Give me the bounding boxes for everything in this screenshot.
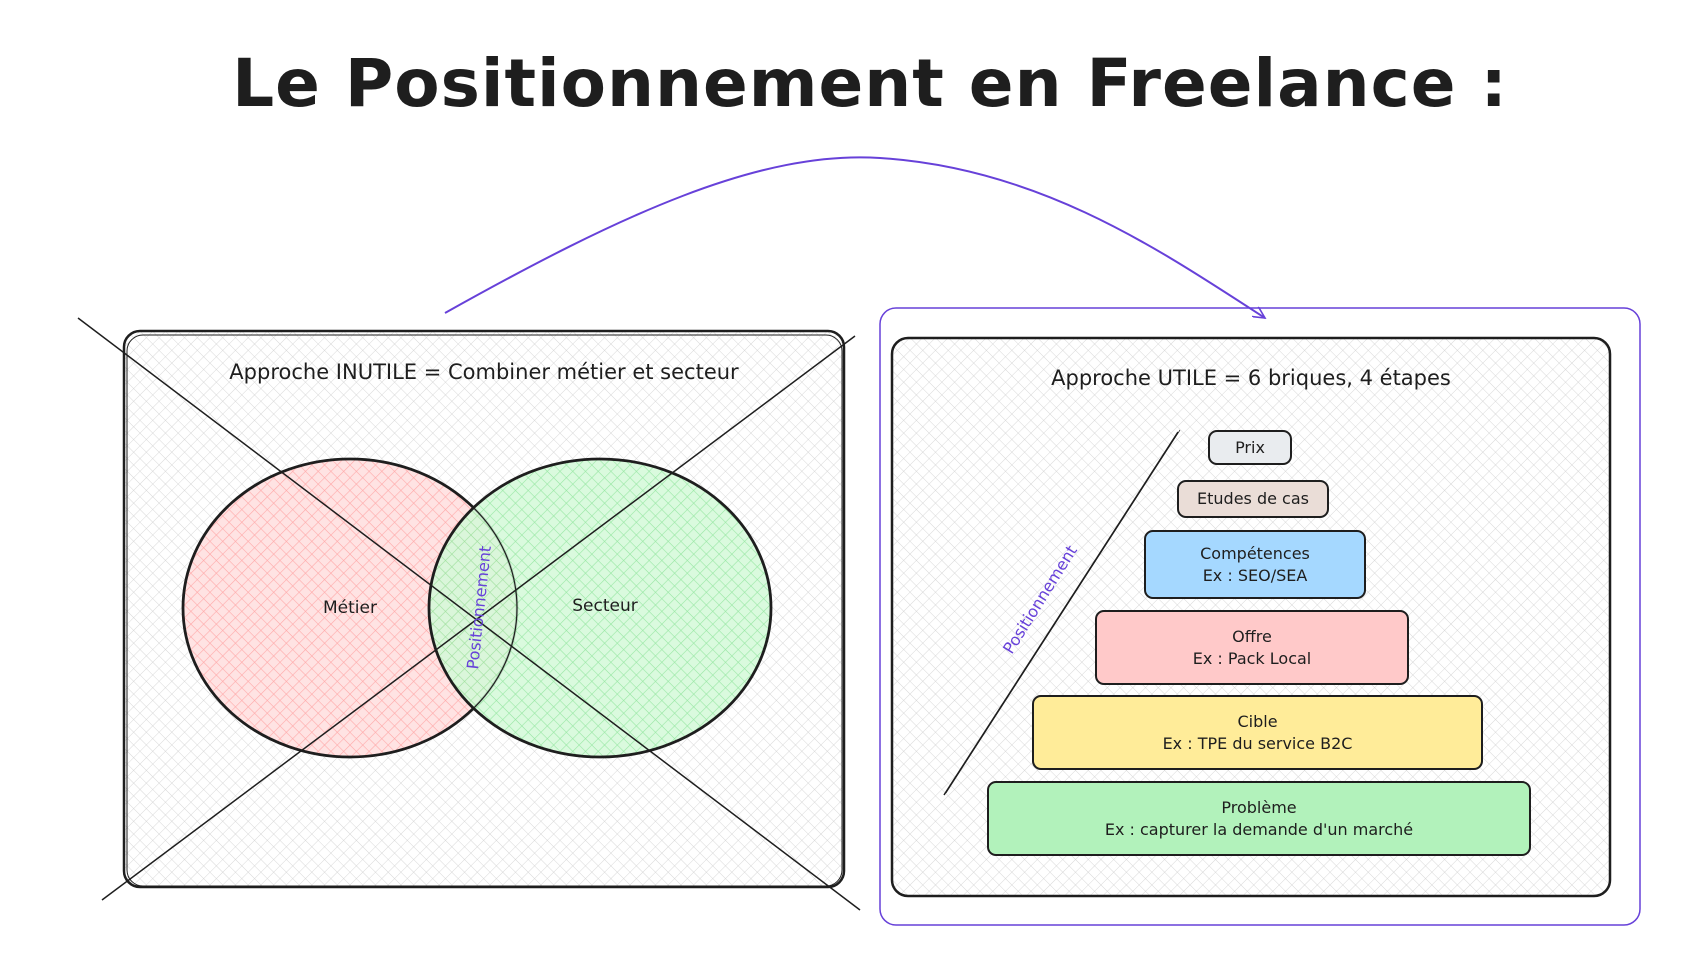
secteur-label: Secteur (572, 596, 638, 616)
right-panel-title: Approche UTILE = 6 briques, 4 étapes (1051, 366, 1451, 390)
brick-prix-title: Prix (1235, 437, 1265, 457)
left-panel (77, 317, 861, 911)
left-panel-title: Approche INUTILE = Combiner métier et se… (229, 360, 739, 384)
transition-arrow (444, 156, 1265, 318)
brick-probleme-example: Ex : capturer la demande d'un marché (1104, 819, 1414, 839)
brick-offre-example: Ex : Pack Local (1192, 648, 1312, 668)
brick-etudes-de-cas-title: Etudes de cas (1197, 489, 1309, 508)
brick-probleme-title: Problème (1221, 797, 1297, 817)
brick-offre-title: Offre (1232, 626, 1272, 646)
brick-competences-example: Ex : SEO/SEA (1202, 565, 1308, 585)
metier-label: Métier (323, 598, 377, 618)
brick-offre: Offre Ex : Pack Local (1095, 610, 1409, 685)
positioning-axis (943, 431, 1179, 796)
brick-cible-title: Cible (1237, 711, 1278, 731)
cross-out-line-1 (77, 317, 861, 911)
brick-cible-example: Ex : TPE du service B2C (1162, 733, 1353, 753)
brick-etudes-de-cas: Etudes de cas (1177, 480, 1329, 518)
secteur-circle (427, 457, 773, 759)
cross-out-line-2 (101, 335, 856, 901)
brick-probleme: Problème Ex : capturer la demande d'un m… (987, 781, 1531, 856)
right-panel-highlight (879, 307, 1641, 926)
brick-cible: Cible Ex : TPE du service B2C (1032, 695, 1483, 770)
brick-competences-title: Compétences (1200, 543, 1310, 563)
brick-competences: Compétences Ex : SEO/SEA (1144, 530, 1366, 599)
brick-prix: Prix (1208, 430, 1292, 465)
page-title: Le Positionnement en Freelance : (232, 45, 1508, 122)
